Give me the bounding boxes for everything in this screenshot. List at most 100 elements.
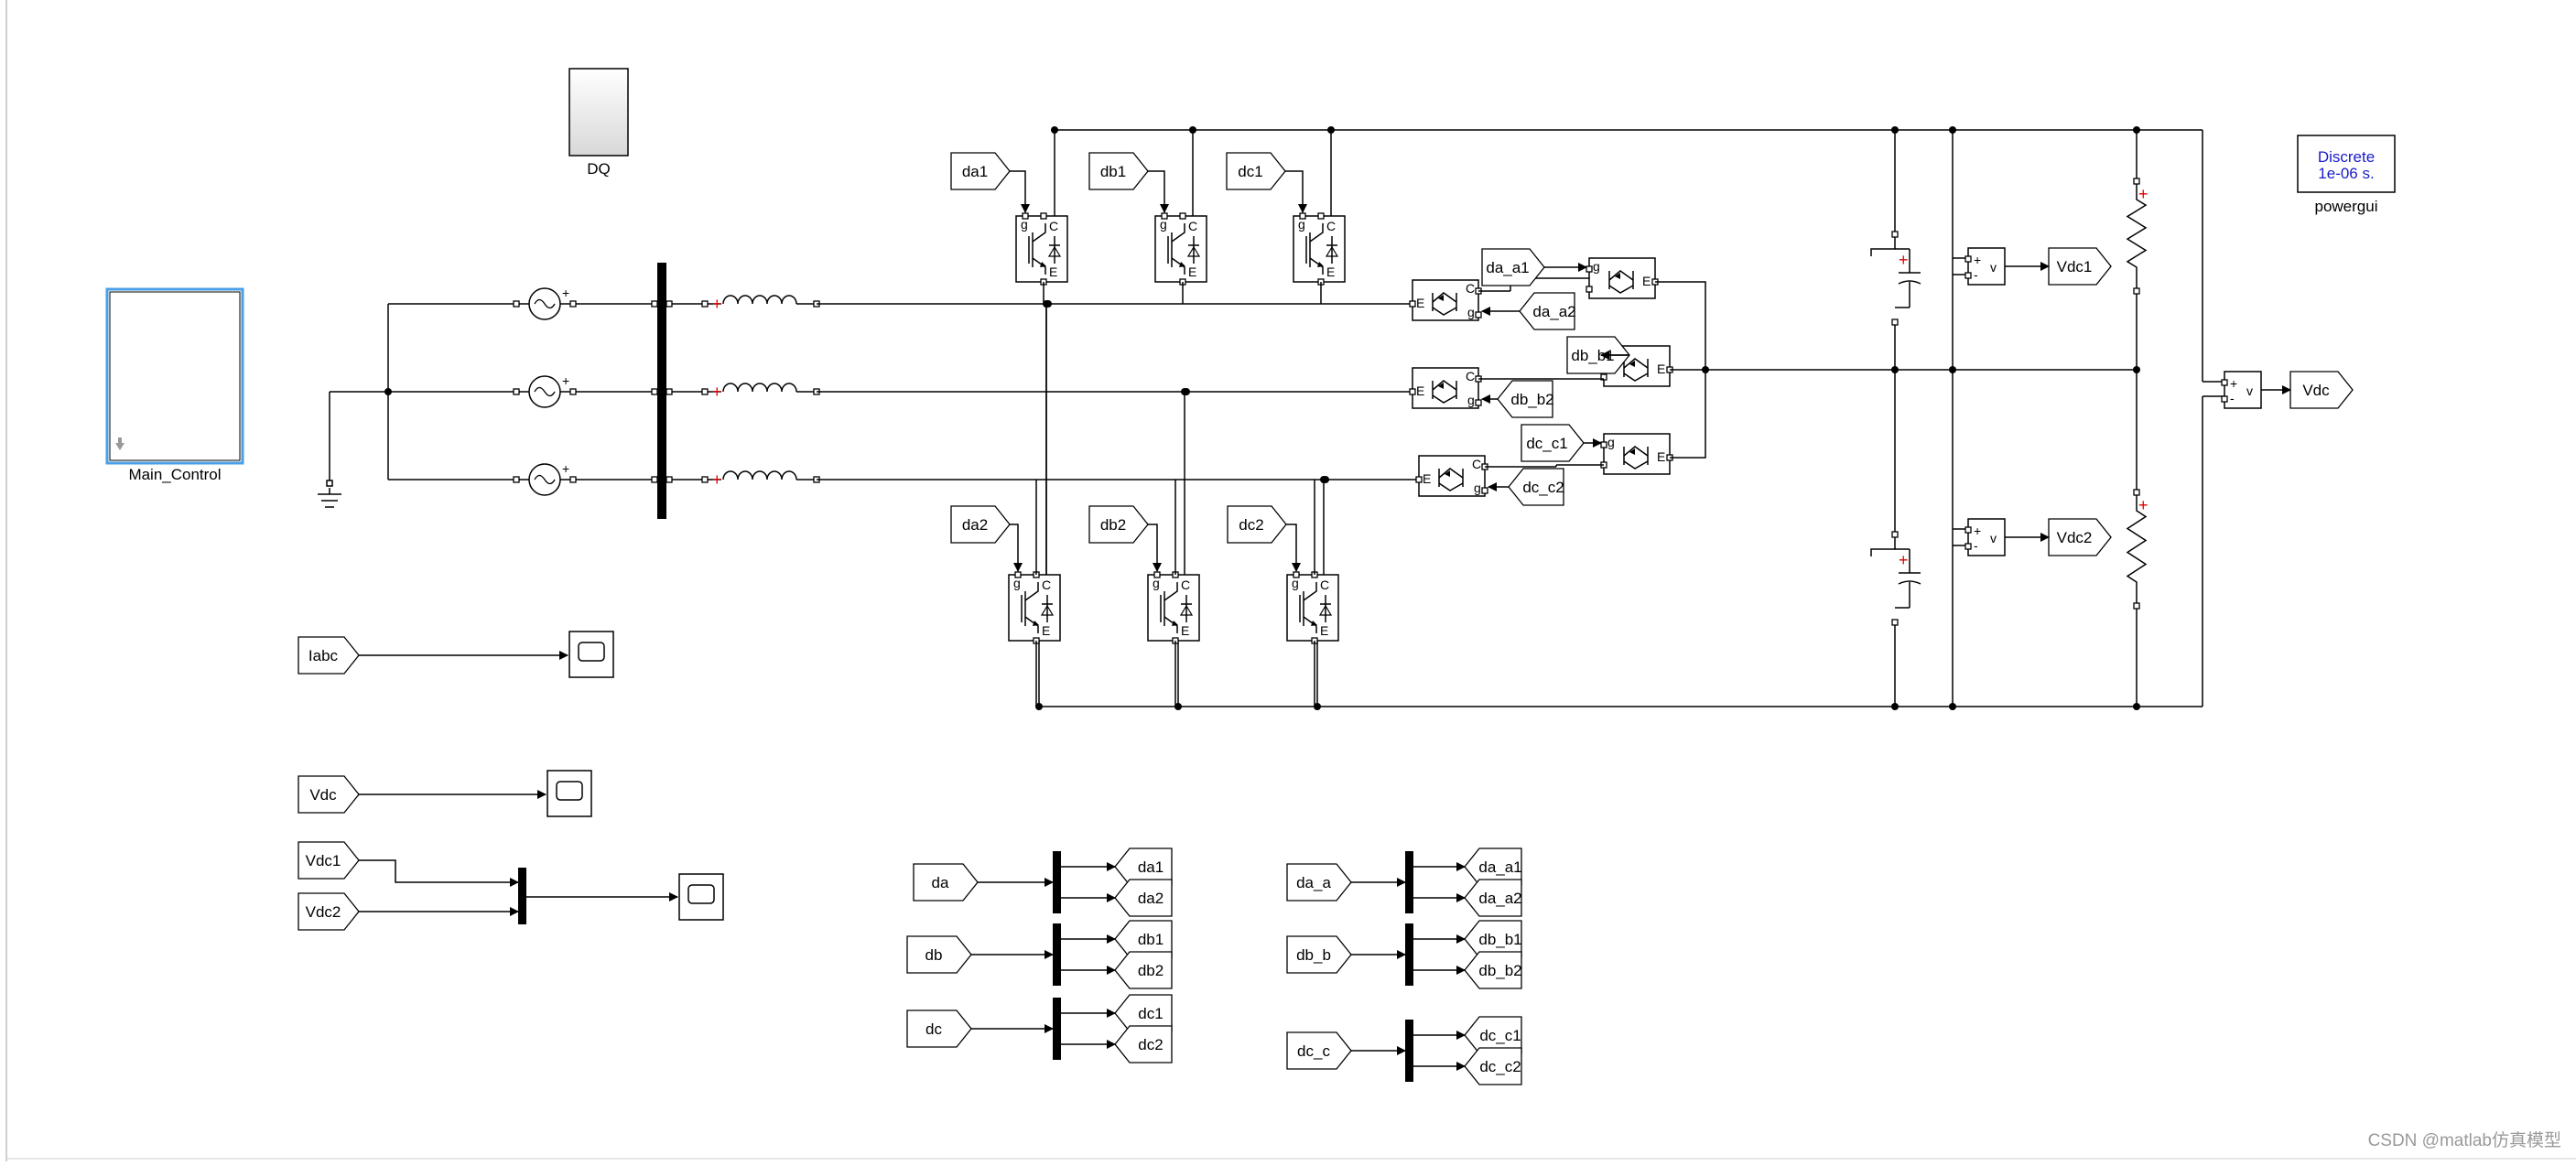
signal-arrow (1010, 170, 1030, 213)
scope-screen-icon (556, 781, 583, 801)
main-control-block[interactable]: Main_Control (105, 287, 244, 483)
scope-mux-bar[interactable] (518, 868, 526, 924)
junction-dot (1949, 126, 1956, 134)
goto-tag-vdc1[interactable]: Vdc1 (2048, 247, 2112, 286)
port (1317, 212, 1325, 220)
goto-tag-da1[interactable]: da1 (1114, 848, 1173, 886)
vdc-measure[interactable]: +-v (2221, 371, 2262, 409)
goto-tag-dc_c2[interactable]: dc_c2 (1464, 1047, 1522, 1085)
inductor-plus: + (712, 295, 722, 313)
dc-link-components[interactable]: + + + + (1870, 178, 2148, 626)
from-tag-iabc[interactable]: Iabc (298, 636, 360, 675)
goto-tag-vdc[interactable]: Vdc (2289, 371, 2354, 409)
resistor-upper[interactable]: + (2126, 178, 2148, 295)
voltage-measurements[interactable]: +-v +-v +-v (1964, 247, 2291, 556)
measurement-busbar[interactable] (657, 263, 666, 519)
scope-iabc[interactable] (568, 631, 614, 678)
goto-tag-db1[interactable]: db1 (1114, 920, 1173, 958)
port (1161, 212, 1168, 220)
goto-tag-db_b2[interactable]: db_b2 (1497, 380, 1554, 418)
mid-switch-right-3[interactable]: gE (1600, 433, 1673, 475)
scope-vdc[interactable] (547, 770, 592, 817)
demux-bar[interactable] (1405, 923, 1413, 986)
goto-tag-db_b1[interactable]: db_b1 (1464, 920, 1522, 958)
three-phase-sources[interactable]: +++ (513, 286, 673, 496)
goto-tag-dc2[interactable]: dc2 (1114, 1025, 1173, 1063)
scope-vdc-split[interactable] (678, 873, 724, 921)
from-tag-db_b1[interactable]: db_b1 (1566, 336, 1630, 374)
from-tag-da_a[interactable]: da_a (1286, 863, 1352, 901)
from-tag-dc2[interactable]: dc2 (1227, 505, 1287, 544)
pin-c: C (1326, 219, 1336, 233)
demux-bar[interactable] (1405, 1020, 1413, 1082)
pin-e: E (1042, 623, 1050, 638)
demux-bar[interactable] (1405, 851, 1413, 913)
from-tag-da[interactable]: da (913, 863, 979, 901)
goto-tag-da_a1[interactable]: da_a1 (1464, 848, 1522, 886)
demux-bar[interactable] (1053, 923, 1061, 986)
from-tag-dc_c[interactable]: dc_c (1286, 1031, 1352, 1070)
signal-tags[interactable]: da1 db1 dc1 da2 db2 dc2 da_a1 db_b1 dc_c1 da_a2db… (950, 152, 2354, 572)
from-tag-dc[interactable]: dc (906, 1009, 972, 1048)
demux-bar[interactable] (1053, 851, 1061, 913)
from-tag-vdc2-scope[interactable]: Vdc2 (298, 892, 360, 931)
from-tag-dc1[interactable]: dc1 (1226, 152, 1286, 190)
goto-tag-dc_c2[interactable]: dc_c2 (1508, 468, 1564, 506)
wire (1623, 460, 1649, 470)
demux-section[interactable]: dada1da2dbdb1db2dcdc1dc2da_ada_a1da_a2db… (906, 848, 1522, 1085)
mid-switch-right-1[interactable]: gE (1586, 257, 1659, 299)
tag-shape (1521, 424, 1585, 462)
goto-tag-da_a2[interactable]: da_a2 (1519, 292, 1576, 330)
pin-g: g (1013, 576, 1021, 590)
bidirectional-switches[interactable]: ECgECgECggEgEgE (1409, 257, 1706, 497)
from-tag-dc_c1[interactable]: dc_c1 (1521, 424, 1585, 462)
from-tag-da2[interactable]: da2 (950, 505, 1011, 544)
from-tag-db1[interactable]: db1 (1088, 152, 1149, 190)
from-tag-vdc[interactable]: Vdc (298, 775, 360, 814)
from-tag-db2[interactable]: db2 (1088, 505, 1149, 544)
vdc2-measure[interactable]: +-v (1964, 518, 2006, 556)
emitter-arrow (1040, 262, 1046, 267)
powergui-block[interactable]: Discrete 1e-06 s. powergui (2297, 135, 2396, 215)
from-tag-da1[interactable]: da1 (950, 152, 1011, 190)
goto-tag-db_b2[interactable]: db_b2 (1464, 951, 1522, 989)
goto-tag-dc_c1[interactable]: dc_c1 (1464, 1016, 1522, 1054)
from-tag-da_a1[interactable]: da_a1 (1481, 248, 1545, 286)
rc-branch-upper[interactable]: + (1870, 231, 1921, 326)
from-tag-vdc1-scope[interactable]: Vdc1 (298, 841, 360, 880)
dq-block[interactable]: DQ (568, 68, 629, 178)
goto-tag-vdc2[interactable]: Vdc2 (2048, 518, 2112, 556)
sine-glyph (534, 298, 556, 309)
goto-tag-da2[interactable]: da2 (1114, 879, 1173, 917)
goto-tag-da_a2[interactable]: da_a2 (1464, 879, 1522, 917)
mid-switch-left-2[interactable]: ECg (1409, 367, 1482, 409)
from-tag-db[interactable]: db (906, 935, 972, 974)
mid-switch-left-3[interactable]: ECg (1415, 455, 1488, 497)
rc-branch-lower[interactable]: + (1870, 531, 1921, 626)
mid-switch-left-1[interactable]: ECg (1409, 279, 1482, 321)
line-inductors[interactable]: +++ (701, 295, 820, 489)
port (2133, 489, 2140, 496)
goto-tag-db2[interactable]: db2 (1114, 951, 1173, 989)
ac-source-section (318, 303, 705, 508)
from-tag-db_b[interactable]: db_b (1286, 935, 1352, 974)
demux-bar[interactable] (1053, 998, 1061, 1060)
vdc1-measure[interactable]: +-v (1964, 247, 2006, 286)
tag-shape (1464, 951, 1522, 989)
resistor-lower[interactable]: + (2126, 489, 2148, 610)
